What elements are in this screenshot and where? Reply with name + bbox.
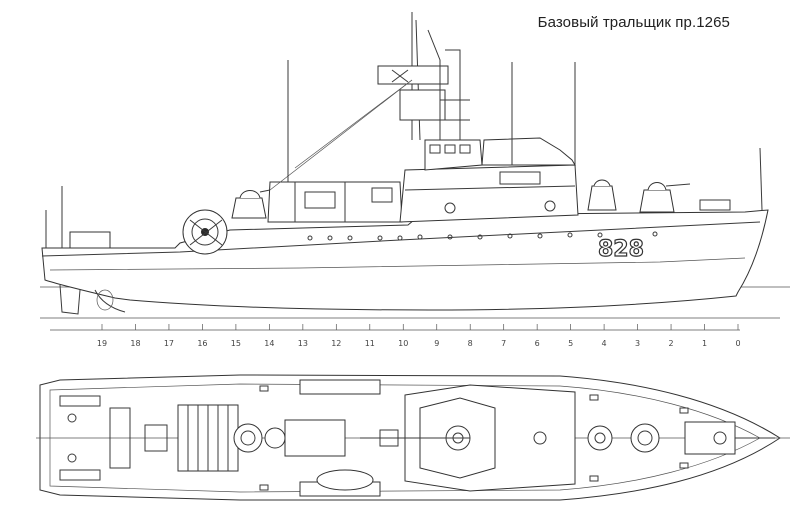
rudder bbox=[59, 284, 81, 315]
portholes bbox=[307, 231, 658, 241]
station-label: 6 bbox=[535, 339, 540, 348]
station-label: 5 bbox=[568, 339, 573, 348]
station-label: 4 bbox=[602, 339, 607, 348]
bollards bbox=[259, 385, 689, 491]
anchor-gear-plan bbox=[684, 421, 736, 455]
boat-plan bbox=[316, 469, 374, 491]
boot-top-line bbox=[49, 257, 746, 271]
station-label: 1 bbox=[702, 339, 707, 348]
station-label: 8 bbox=[468, 339, 473, 348]
aft-gun-mount bbox=[231, 197, 267, 219]
station-label: 3 bbox=[635, 339, 640, 348]
fwd-gun-1-plan bbox=[587, 425, 613, 451]
station-label: 10 bbox=[398, 339, 408, 348]
propeller-disc bbox=[96, 289, 114, 311]
fwd-gun-2-plan bbox=[630, 423, 660, 453]
fwd-gun-mount-2 bbox=[639, 189, 675, 213]
station-label: 17 bbox=[164, 339, 174, 348]
main-superstructure bbox=[399, 164, 579, 223]
station-label: 12 bbox=[331, 339, 341, 348]
station-label: 11 bbox=[365, 339, 375, 348]
fwd-gun-mount-1 bbox=[587, 185, 617, 211]
station-label: 2 bbox=[669, 339, 674, 348]
vent-row-port bbox=[299, 379, 381, 395]
stern-deckhouse bbox=[69, 231, 111, 249]
jack-staff bbox=[759, 147, 763, 211]
station-label: 18 bbox=[130, 339, 140, 348]
side-profile-view: 828 bbox=[40, 12, 790, 319]
hull-side bbox=[41, 209, 769, 311]
mast-platform bbox=[399, 89, 446, 121]
station-label: 7 bbox=[501, 339, 506, 348]
pilothouse bbox=[481, 137, 576, 166]
top-plan-view bbox=[36, 374, 790, 501]
station-label: 0 bbox=[735, 339, 740, 348]
station-label: 19 bbox=[97, 339, 107, 348]
drawing-title: Базовый тральщик пр.1265 bbox=[537, 14, 730, 31]
station-label: 14 bbox=[264, 339, 274, 348]
bridge bbox=[424, 139, 483, 171]
yardarm-platform bbox=[377, 65, 449, 85]
station-label: 15 bbox=[231, 339, 241, 348]
sheer-line bbox=[41, 221, 761, 257]
stern-equipment bbox=[59, 395, 168, 481]
propeller bbox=[94, 289, 126, 313]
station-label: 16 bbox=[197, 339, 207, 348]
station-label: 9 bbox=[434, 339, 439, 348]
hull-number: 828 bbox=[598, 237, 644, 262]
aft-deckhouse-plan bbox=[284, 419, 346, 457]
aft-gun-plan bbox=[233, 423, 263, 453]
station-label: 13 bbox=[298, 339, 308, 348]
